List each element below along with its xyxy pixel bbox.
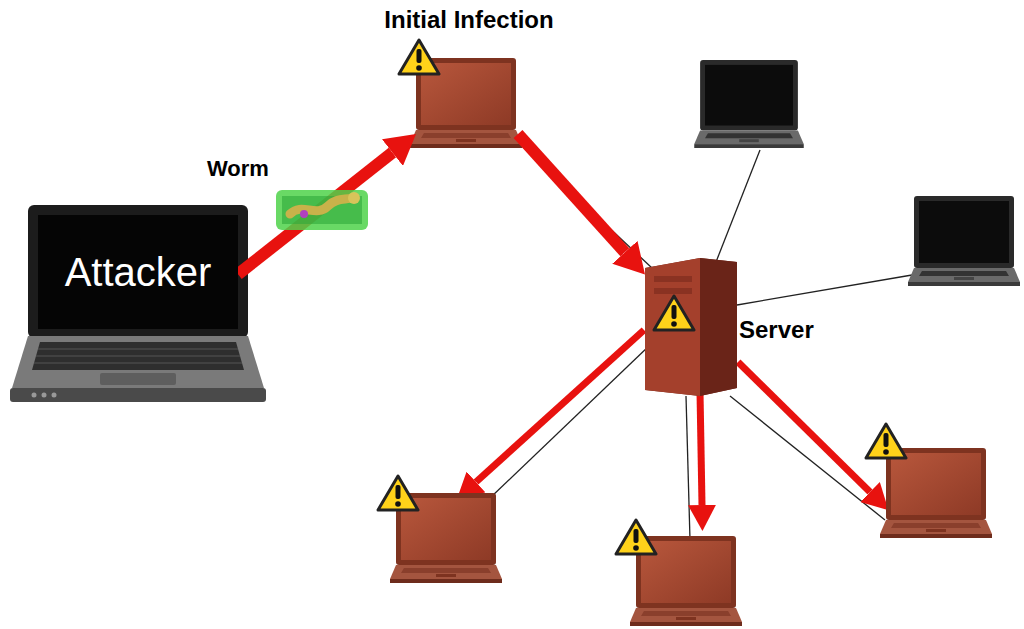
attacker-laptop: [10, 205, 266, 402]
worm-picture: [272, 184, 372, 234]
node-label: Attacker: [65, 250, 212, 295]
server-box: Server: [645, 258, 737, 396]
attacker-screen: Attacker: [38, 215, 238, 329]
node-label: Initial Infection: [384, 6, 553, 34]
node-label: Server: [739, 316, 814, 344]
edge-label: Worm: [205, 156, 271, 182]
infected-laptop: Initial Infection: [416, 58, 518, 134]
server-tower: [645, 258, 737, 396]
infection-arrow: [518, 134, 625, 252]
